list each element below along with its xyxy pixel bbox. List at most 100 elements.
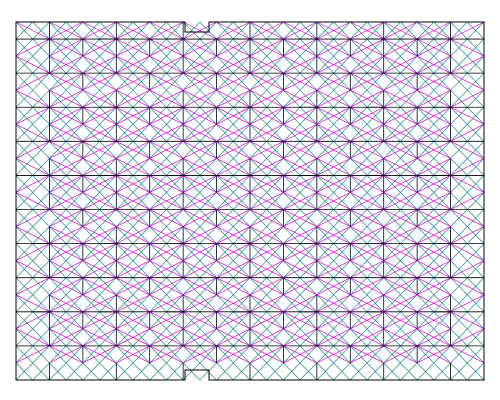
cell-diagonal <box>166 226 184 244</box>
cell-diagonal <box>199 106 217 125</box>
cell-diagonal <box>283 175 301 193</box>
cell-diagonal <box>316 21 334 40</box>
cell-diagonal <box>49 294 67 313</box>
cell-diagonal <box>383 55 401 74</box>
cell-diagonal <box>65 124 84 142</box>
cell-diagonal <box>65 294 84 313</box>
cell-diagonal <box>65 72 84 91</box>
cell-diagonal <box>166 328 184 347</box>
cell-diagonal <box>233 158 251 176</box>
cell-diagonal <box>15 106 33 125</box>
cell-diagonal <box>283 328 301 347</box>
cell-diagonal <box>199 311 217 330</box>
cell-diagonal <box>233 277 251 296</box>
cell-diagonal <box>333 311 351 330</box>
cell-diagonal <box>15 243 33 261</box>
cell-diagonal <box>65 158 84 176</box>
cell-diagonal <box>283 243 301 261</box>
cell-diagonal <box>433 260 451 278</box>
cell-diagonal <box>467 124 485 142</box>
cell-diagonal <box>283 294 301 313</box>
cell-diagonal <box>450 328 468 347</box>
cell-diagonal <box>350 106 368 125</box>
cell-diagonal <box>350 158 368 176</box>
cell-diagonal <box>233 72 251 91</box>
cell-diagonal <box>299 260 318 278</box>
cell-diagonal <box>99 311 117 330</box>
cell-diagonal <box>249 72 267 91</box>
cell-diagonal <box>233 294 251 313</box>
cell-diagonal <box>316 311 334 330</box>
cell-diagonal <box>132 21 150 40</box>
cell-diagonal <box>166 345 184 364</box>
cell-diagonal <box>366 38 384 57</box>
cell-diagonal <box>99 277 117 296</box>
cell-diagonal <box>149 328 167 347</box>
cell-diagonal <box>49 260 67 278</box>
cell-diagonal <box>366 277 384 296</box>
cell-diagonal <box>283 345 301 364</box>
cell-diagonal <box>182 226 201 244</box>
cell-diagonal <box>116 243 134 261</box>
cell-diagonal <box>49 106 67 125</box>
cell-diagonal <box>433 158 451 176</box>
cell-diagonal <box>166 243 184 261</box>
cell-diagonal <box>450 192 468 210</box>
cell-diagonal <box>316 38 334 57</box>
cell-diagonal <box>149 106 167 125</box>
cell-diagonal <box>15 158 33 176</box>
cell-diagonal <box>65 89 84 108</box>
cell-diagonal <box>383 294 401 313</box>
cell-diagonal <box>132 141 150 159</box>
cell-diagonal <box>266 21 284 40</box>
cell-diagonal <box>132 243 150 261</box>
cell-diagonal <box>450 158 468 176</box>
cell-diagonal <box>65 362 84 381</box>
cell-diagonal <box>383 38 401 57</box>
cell-diagonal <box>383 175 401 193</box>
cell-diagonal <box>116 89 134 108</box>
cell-diagonal <box>132 328 150 347</box>
cell-diagonal <box>216 209 234 227</box>
cell-diagonal <box>65 38 84 57</box>
cell-diagonal <box>299 345 318 364</box>
cell-diagonal <box>65 277 84 296</box>
cell-diagonal <box>416 362 435 381</box>
cell-diagonal <box>182 175 201 193</box>
cell-diagonal <box>249 226 267 244</box>
cell-diagonal <box>416 106 435 125</box>
cell-diagonal <box>32 311 50 330</box>
cell-diagonal <box>316 226 334 244</box>
cell-diagonal <box>199 158 217 176</box>
cell-diagonal <box>32 106 50 125</box>
cell-diagonal <box>467 362 485 381</box>
cell-diagonal <box>299 38 318 57</box>
cell-diagonal <box>416 260 435 278</box>
cell-diagonal <box>350 72 368 91</box>
cell-diagonal <box>350 260 368 278</box>
cell-diagonal <box>299 226 318 244</box>
cell-diagonal <box>333 141 351 159</box>
cell-diagonal <box>49 209 67 227</box>
cell-diagonal <box>182 124 201 142</box>
cell-diagonal <box>316 72 334 91</box>
cell-diagonal <box>333 124 351 142</box>
cell-diagonal <box>15 345 33 364</box>
cell-diagonal <box>216 158 234 176</box>
cell-diagonal <box>450 106 468 125</box>
cell-diagonal <box>433 277 451 296</box>
cell-diagonal <box>65 328 84 347</box>
cell-diagonal <box>350 89 368 108</box>
cell-diagonal <box>82 362 100 381</box>
cell-diagonal <box>182 311 201 330</box>
cell-diagonal <box>366 311 384 330</box>
cell-diagonal <box>149 175 167 193</box>
cell-diagonal <box>166 158 184 176</box>
cell-diagonal <box>233 209 251 227</box>
cell-diagonal <box>467 277 485 296</box>
cell-diagonal <box>132 260 150 278</box>
cell-diagonal <box>82 106 100 125</box>
cell-diagonal <box>400 72 418 91</box>
cell-diagonal <box>316 243 334 261</box>
cell-diagonal <box>266 158 284 176</box>
